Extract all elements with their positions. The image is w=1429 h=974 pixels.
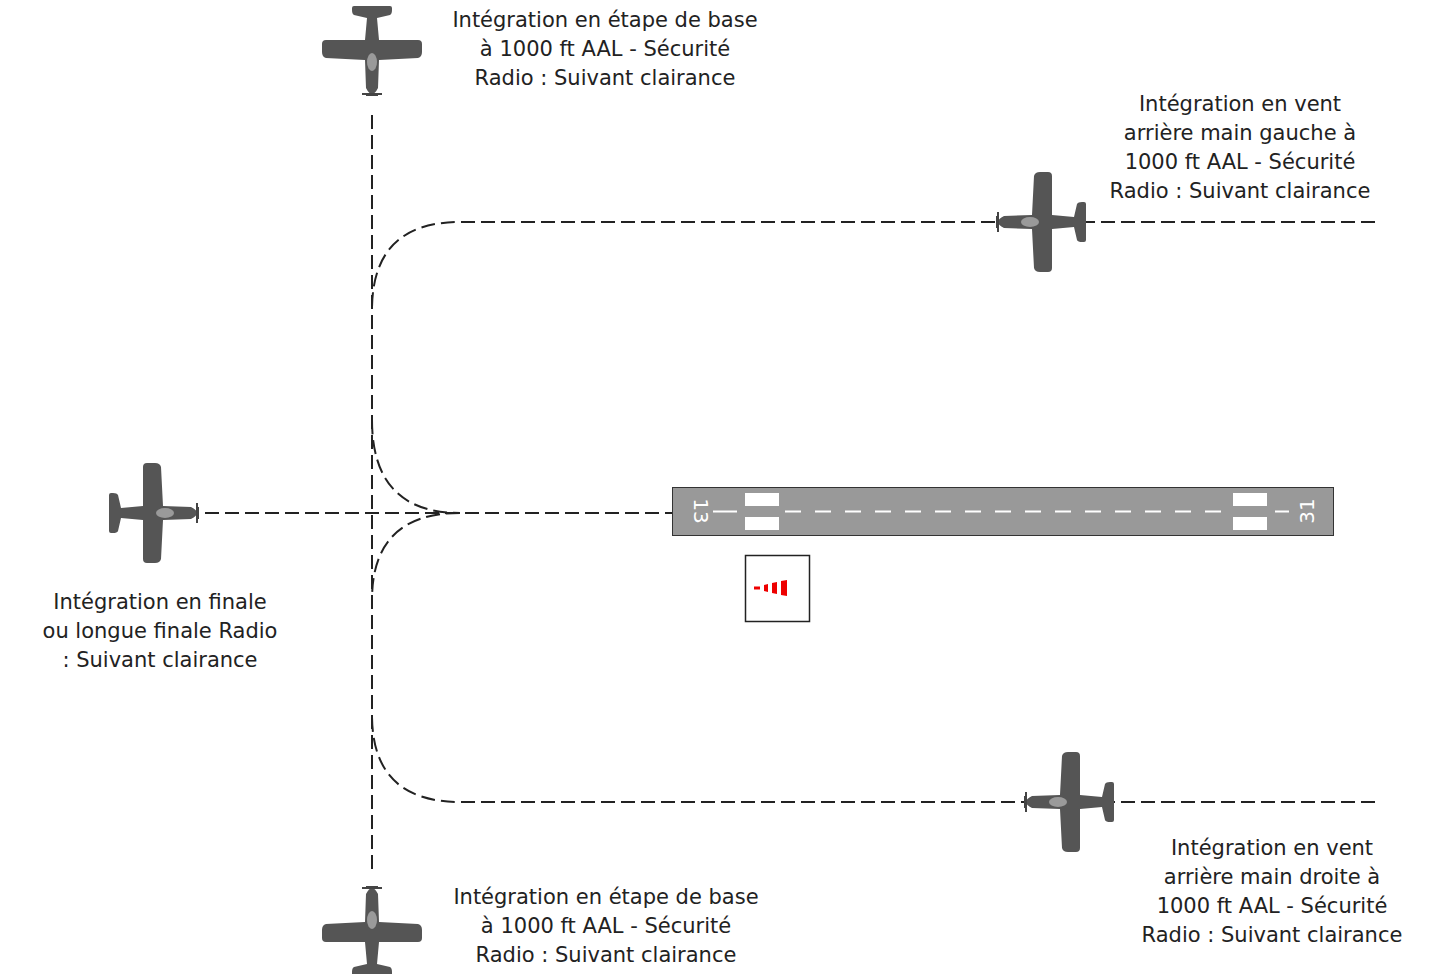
airplane	[996, 172, 1086, 272]
airplane	[322, 6, 422, 96]
procedure-note: Intégration en finale ou longue finale R…	[42, 588, 278, 675]
procedure-note: Intégration en étape de base à 1000 ft A…	[453, 883, 759, 970]
right-downwind	[372, 715, 1375, 802]
base-leg	[371, 115, 373, 875]
windsock	[746, 556, 810, 622]
runway: 13 31	[672, 487, 1334, 536]
left-downwind	[372, 222, 1375, 310]
procedure-note: Intégration en étape de base à 1000 ft A…	[452, 6, 758, 93]
runway-markings	[673, 488, 1335, 537]
procedure-note: Intégration en vent arrière main droite …	[1141, 834, 1403, 950]
runway-number: 31	[1297, 498, 1317, 523]
base-turn	[372, 420, 460, 513]
procedure-note: Intégration en vent arrière main gauche …	[1109, 90, 1371, 206]
base-turn	[372, 513, 460, 600]
airplane	[1024, 752, 1114, 852]
airplane	[322, 886, 422, 974]
runway-number: 13	[691, 498, 711, 523]
airplane	[109, 463, 199, 563]
